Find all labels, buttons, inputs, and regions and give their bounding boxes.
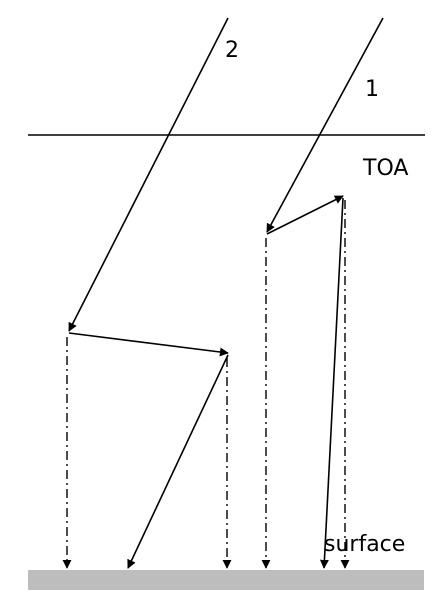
surface-bar (28, 570, 424, 590)
ray-2-to-surface (127, 354, 229, 569)
toa-label: TOA (362, 156, 408, 181)
ray-1-scatter (266, 195, 344, 235)
ray-1-label: 1 (365, 77, 379, 102)
ray-1-to-surface (319, 197, 344, 569)
surface-label: surface (324, 532, 405, 557)
ray-2-scatter (68, 332, 229, 357)
ray-2-incoming (68, 17, 229, 332)
ray-2-label: 2 (225, 38, 239, 63)
ray-1-incoming (266, 17, 384, 233)
